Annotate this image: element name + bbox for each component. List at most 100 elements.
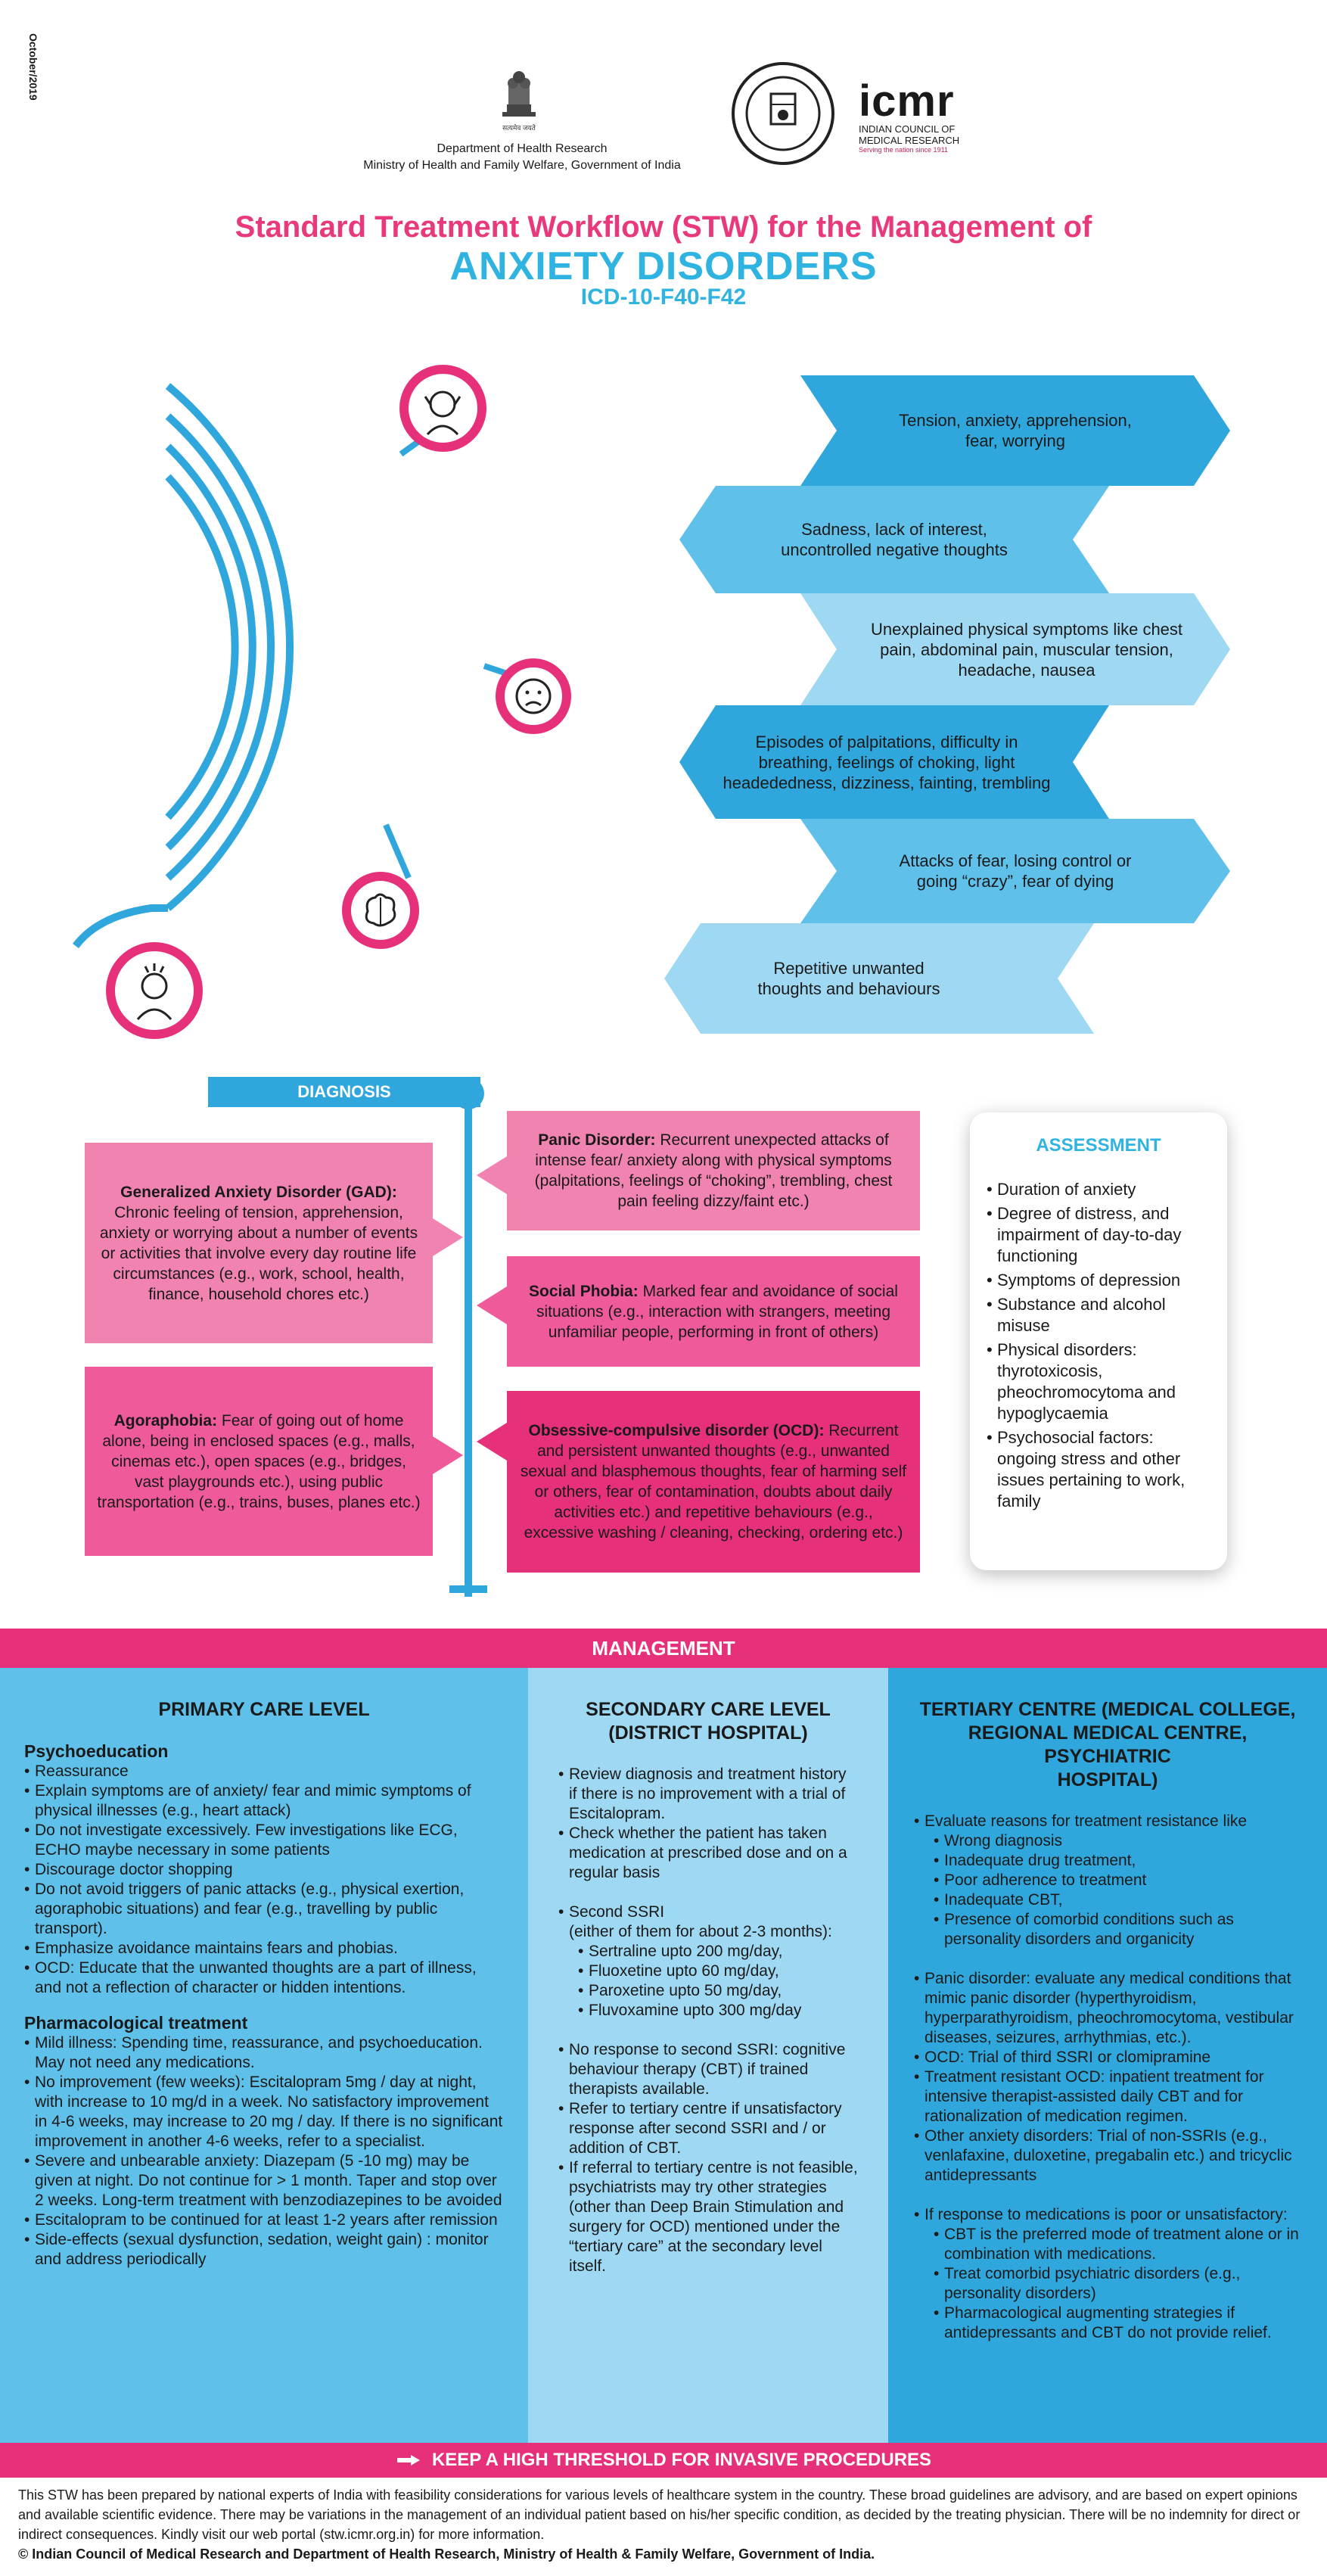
list-item: Panic disorder: evaluate any medical con… [914, 1969, 1301, 2048]
list-item: Discourage doctor shopping [24, 1860, 504, 1880]
list-item: If response to medications is poor or un… [914, 2205, 1301, 2225]
list-item: No improvement (few weeks): Escitalopram… [24, 2073, 504, 2151]
list-item: Emphasize avoidance maintains fears and … [24, 1939, 504, 1958]
agoraphobia-box: Agoraphobia: Fear of going out of home a… [85, 1367, 433, 1556]
list-item: Other anxiety disorders: Trial of non-SS… [914, 2126, 1301, 2186]
list-item: Evaluate reasons for treatment resistanc… [914, 1812, 1301, 1831]
agoraphobia-arrow [433, 1436, 463, 1474]
list-item: Mild illness: Spending time, reassurance… [24, 2033, 504, 2073]
symptom-text-2: Sadness, lack of interest, uncontrolled … [781, 520, 1008, 559]
list-item: Poor adherence to treatment [914, 1871, 1301, 1890]
list-item: Do not investigate excessively. Few inve… [24, 1821, 504, 1860]
threshold-text: KEEP A HIGH THRESHOLD FOR INVASIVE PROCE… [431, 2450, 932, 2470]
threshold-banner: KEEP A HIGH THRESHOLD FOR INVASIVE PROCE… [0, 2443, 1327, 2478]
list-item: Do not avoid triggers of panic attacks (… [24, 1880, 504, 1939]
title-icd: ICD-10-F40-F42 [580, 285, 747, 310]
symptom-text-1: Tension, anxiety, apprehension, fear, wo… [899, 411, 1132, 450]
list-item: Explain symptoms are of anxiety/ fear an… [24, 1781, 504, 1821]
diagnosis-title: DIAGNOSIS [208, 1077, 480, 1107]
secondary-care-title: SECONDARY CARE LEVEL(DISTRICT HOSPITAL) [586, 1699, 831, 1744]
icmr-logo: icmr INDIAN COUNCIL OF MEDICAL RESEARCH … [859, 76, 960, 154]
ssri-note: (either of them for about 2-3 months): [569, 1923, 832, 1940]
list-item: Second SSRI [558, 1902, 858, 1922]
date-label: October/2019 [27, 33, 39, 101]
assessment-title: ASSESSMENT [1036, 1135, 1161, 1156]
panic-box: Panic Disorder: Recurrent unexpected att… [507, 1111, 920, 1230]
tertiary-care-title: TERTIARY CENTRE (MEDICAL COLLEGE,REGIONA… [919, 1699, 1296, 1790]
list-item: Psychosocial factors: ongoing stress and… [987, 1427, 1210, 1512]
list-item: Degree of distress, and impairment of da… [987, 1203, 1210, 1267]
secondary-care-column: SECONDARY CARE LEVEL(DISTRICT HOSPITAL) … [528, 1668, 888, 2443]
timeline-foot [449, 1585, 487, 1593]
ocd-arrow [477, 1423, 507, 1461]
list-item: Pharmacological augmenting strategies if… [914, 2304, 1301, 2343]
symptom-ribbon-3 [800, 593, 1230, 705]
social-arrow [477, 1286, 507, 1324]
list-item: Presence of comorbid conditions such as … [914, 1910, 1301, 1949]
pointing-hand-icon [396, 2455, 420, 2466]
social-phobia-box: Social Phobia: Marked fear and avoidance… [507, 1256, 920, 1367]
psychoeducation-heading: Psychoeducation [24, 1741, 169, 1761]
national-emblem-icon: सत्यमेव जयते [502, 71, 536, 132]
list-item: If referral to tertiary centre is not fe… [558, 2158, 858, 2276]
primary-care-title: PRIMARY CARE LEVEL [158, 1699, 370, 1720]
anxious-person-icon [399, 365, 486, 452]
management-title: MANAGEMENT [0, 1629, 1327, 1668]
list-item: Substance and alcohol misuse [987, 1294, 1210, 1336]
primary-care-column: PRIMARY CARE LEVEL Psychoeducation Reass… [0, 1668, 528, 2443]
list-item: CBT is the preferred mode of treatment a… [914, 2225, 1301, 2264]
symptom-text-5: Attacks of fear, losing control or going… [899, 851, 1132, 891]
list-item: Side-effects (sexual dysfunction, sedati… [24, 2230, 504, 2270]
department-text: Department of Health Research Ministry o… [363, 142, 681, 172]
assessment-list: Duration of anxiety Degree of distress, … [987, 1179, 1210, 1512]
copyright-text: © Indian Council of Medical Research and… [18, 2546, 875, 2562]
list-item: Review diagnosis and treatment history i… [558, 1765, 858, 1824]
list-item: Physical disorders: thyrotoxicosis, pheo… [987, 1339, 1210, 1424]
list-item: OCD: Educate that the unwanted thoughts … [24, 1958, 504, 1998]
stressed-person-icon [106, 942, 203, 1039]
symptom-ribbon-5 [800, 819, 1230, 923]
gad-box: Generalized Anxiety Disorder (GAD): Chro… [85, 1143, 433, 1343]
list-item: No response to second SSRI: cognitive be… [558, 2040, 858, 2099]
disclaimer-text: This STW has been prepared by national e… [18, 2487, 1301, 2542]
list-item: Duration of anxiety [987, 1179, 1210, 1200]
sad-face-icon [496, 658, 571, 734]
list-item: Wrong diagnosis [914, 1831, 1301, 1851]
symptom-ribbon-6 [664, 923, 1094, 1034]
diagnosis-timeline [465, 1090, 472, 1597]
list-item: Escitalopram to be continued for at leas… [24, 2210, 504, 2230]
list-item: Inadequate drug treatment, [914, 1851, 1301, 1871]
list-item: Refer to tertiary centre if unsatisfacto… [558, 2099, 858, 2158]
symptom-ribbon-4 [679, 705, 1109, 819]
ocd-box: Obsessive-compulsive disorder (OCD): Rec… [507, 1391, 920, 1573]
list-item: Fluoxetine upto 60 mg/day, [558, 1962, 858, 1981]
symptom-ribbon-2 [679, 486, 1109, 593]
title-line1: Standard Treatment Workflow (STW) for th… [235, 210, 1092, 244]
icmr-seal-icon [732, 62, 834, 165]
tertiary-care-column: TERTIARY CENTRE (MEDICAL COLLEGE,REGIONA… [888, 1668, 1327, 2443]
list-item: Reassurance [24, 1762, 504, 1781]
list-item: Inadequate CBT, [914, 1890, 1301, 1910]
panic-arrow [477, 1156, 507, 1194]
symptom-ribbon-1 [800, 375, 1230, 486]
list-item: Paroxetine upto 50 mg/day, [558, 1981, 858, 2001]
list-item: Check whether the patient has taken medi… [558, 1824, 858, 1883]
list-item: Sertraline upto 200 mg/day, [558, 1942, 858, 1962]
symptom-text-6: Repetitive unwanted thoughts and behavio… [757, 959, 940, 998]
list-item: Fluvoxamine upto 300 mg/day [558, 2001, 858, 2021]
pharmacological-heading: Pharmacological treatment [24, 2013, 248, 2033]
disclaimer: This STW has been prepared by national e… [18, 2485, 1312, 2564]
timeline-dot [452, 1078, 484, 1109]
list-item: OCD: Trial of third SSRI or clomipramine [914, 2048, 1301, 2067]
list-item: Treat comorbid psychiatric disorders (e.… [914, 2264, 1301, 2304]
gad-arrow [433, 1218, 463, 1256]
brain-icon [342, 872, 419, 949]
list-item: Treatment resistant OCD: inpatient treat… [914, 2067, 1301, 2126]
assessment-card: ASSESSMENT Duration of anxiety Degree of… [970, 1112, 1227, 1570]
list-item: Symptoms of depression [987, 1270, 1210, 1291]
svg-text:सत्यमेव जयते: सत्यमेव जयते [502, 123, 536, 132]
list-item: Severe and unbearable anxiety: Diazepam … [24, 2151, 504, 2210]
symptom-text-3: Unexplained physical symptoms like chest… [870, 619, 1183, 680]
symptom-text-4: Episodes of palpitations, difficulty in … [723, 732, 1051, 792]
title-main: ANXIETY DISORDERS [449, 244, 878, 288]
